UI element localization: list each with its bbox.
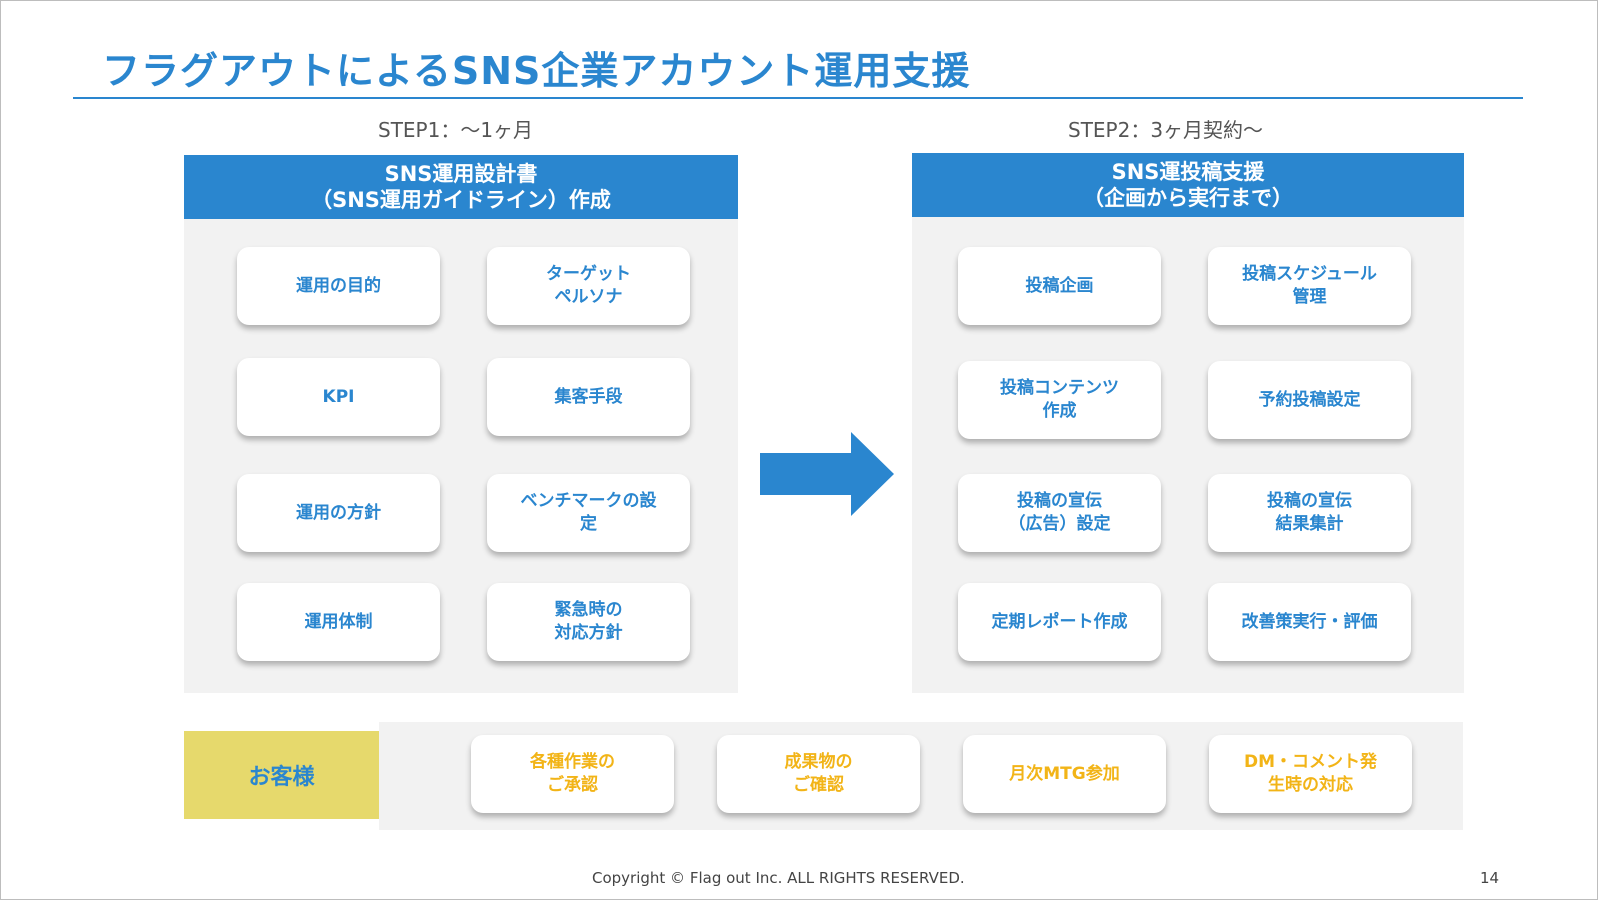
step1-card: ベンチマークの設 定	[487, 474, 690, 552]
step2-card: 投稿の宣伝 （広告）設定	[958, 474, 1161, 552]
step1-card: ターゲット ペルソナ	[487, 247, 690, 325]
page-number: 14	[1480, 869, 1500, 887]
step2-label: STEP2：3ヶ月契約〜	[1068, 118, 1264, 142]
customer-card: 各種作業の ご承認	[471, 735, 674, 813]
step2-card: 投稿の宣伝 結果集計	[1208, 474, 1411, 552]
customer-card: 成果物の ご確認	[717, 735, 920, 813]
title-underline	[73, 97, 1523, 99]
step2-header-line1: SNS運投稿支援	[1111, 159, 1265, 184]
step1-card: 緊急時の 対応方針	[487, 583, 690, 661]
step1-card: 運用体制	[237, 583, 440, 661]
step1-card: 運用の方針	[237, 474, 440, 552]
step2-card: 定期レポート作成	[958, 583, 1161, 661]
step2-card: 予約投稿設定	[1208, 361, 1411, 439]
step2-card: 投稿コンテンツ 作成	[958, 361, 1161, 439]
step1-card: 運用の目的	[237, 247, 440, 325]
step1-label: STEP1：〜1ヶ月	[378, 118, 534, 142]
step2-card: 改善策実行・評価	[1208, 583, 1411, 661]
step1-header: SNS運用設計書 （SNS運用ガイドライン）作成	[184, 155, 738, 219]
step2-card: 投稿企画	[958, 247, 1161, 325]
right-arrow-icon	[760, 432, 894, 516]
step2-header: SNS運投稿支援 （企画から実行まで）	[912, 153, 1464, 217]
step1-header-line1: SNS運用設計書	[384, 161, 538, 186]
slide-title: フラグアウトによるSNS企業アカウント運用支援	[102, 49, 971, 93]
customer-card: 月次MTG参加	[963, 735, 1166, 813]
step2-header-line2: （企画から実行まで）	[1083, 186, 1293, 210]
copyright-text: Copyright © Flag out Inc. ALL RIGHTS RES…	[592, 869, 965, 887]
customer-card: DM・コメント発 生時の対応	[1209, 735, 1412, 813]
step1-card: KPI	[237, 358, 440, 436]
step1-card: 集客手段	[487, 358, 690, 436]
step2-card: 投稿スケジュール 管理	[1208, 247, 1411, 325]
customer-label: お客様	[184, 731, 379, 819]
step1-header-line2: （SNS運用ガイドライン）作成	[311, 188, 611, 212]
